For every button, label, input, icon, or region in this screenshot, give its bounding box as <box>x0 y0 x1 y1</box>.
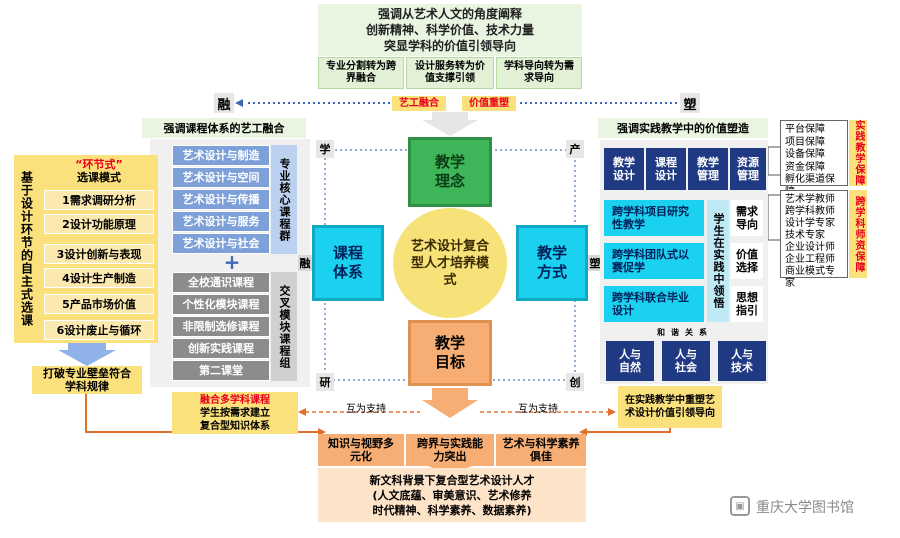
final-goal-line: 新文科背景下复合型艺术设计人才 <box>369 473 535 487</box>
guarantee-list: 平台保障 项目保障 设备保障 资金保障 孵化渠道保障 <box>780 120 848 198</box>
corner-chan: 产 <box>566 140 584 158</box>
top-header-line: 创新精神、科学价值、技术力量 <box>365 23 534 37</box>
cross-course: 创新实践课程 <box>172 338 270 359</box>
goal-item: 知识与视野多元化 <box>318 434 404 466</box>
step-item: 5产品市场价值 <box>44 294 154 314</box>
top-header: 强调从艺术人文的角度阐释 创新精神、科学价值、技术力量 突显学科的价值引领导向 <box>318 4 582 56</box>
mode-title-bottom: 选课模式 <box>77 171 121 184</box>
top-item: 教学管理 <box>688 148 728 190</box>
top-header-line: 突显学科的价值引领导向 <box>383 39 516 53</box>
guarantee-label: 实践教学保障 <box>849 120 867 186</box>
teacher-item: 技术专家 <box>785 230 825 241</box>
corner-chuang: 创 <box>566 373 584 391</box>
mode-title-top: “环节式” <box>75 158 123 171</box>
cross-course: 非限制选修课程 <box>172 316 270 337</box>
turn-box-2: 设计服务转为价值支撑引领 <box>406 57 494 89</box>
step-item: 2设计功能原理 <box>44 214 154 234</box>
final-goal-line: (人文底蕴、审美意识、艺术修养 <box>372 488 532 502</box>
left-header: 强调课程体系的艺工融合 <box>142 118 306 138</box>
mid-rong: 融 <box>298 255 312 271</box>
core-course: 艺术设计与服务 <box>172 211 270 232</box>
goal-item: 跨界与实践能力突出 <box>406 434 494 466</box>
center-core-circle: 艺术设计复合型人才培养模式 <box>393 208 507 318</box>
support-label-right: 互为支持 <box>518 404 558 415</box>
guarantee-item: 设备保障 <box>785 149 825 160</box>
step-item: 1需求调研分析 <box>44 190 154 210</box>
right-header: 强调实践教学中的价值塑造 <box>598 118 768 138</box>
final-goal: 新文科背景下复合型艺术设计人才 (人文底蕴、审美意识、艺术修养 时代精神、科学素… <box>318 468 586 522</box>
harmony-title: 和谐关系 <box>657 327 713 337</box>
watermark: 重庆大学图书馆 <box>756 500 854 516</box>
teacher-item: 艺术学教师 <box>785 194 835 205</box>
method-item: 跨学科联合毕业设计 <box>604 286 704 322</box>
mode-title: “环节式” 选课模式 <box>40 155 158 187</box>
teacher-list: 艺术学教师 跨学科教师 设计学专家 技术专家 企业设计师 企业工程师 商业模式专… <box>780 190 848 289</box>
library-logo-icon: ▣ <box>730 496 750 516</box>
teacher-item: 设计学专家 <box>785 218 835 229</box>
core-course: 艺术设计与空间 <box>172 167 270 188</box>
top-item: 课程设计 <box>646 148 686 190</box>
step-item: 4设计生产制造 <box>44 268 154 288</box>
center-course-system: 课程体系 <box>312 225 384 301</box>
step-item: 6设计废止与循环 <box>44 320 154 340</box>
tag-value-reshape: 价值重塑 <box>462 96 516 111</box>
harmony-item: 人与技术 <box>718 341 766 381</box>
center-teaching-method: 教学方式 <box>516 225 588 301</box>
right-bottom-note: 在实践教学中重塑艺术设计价值引领导向 <box>618 386 722 428</box>
tag-art-engineering: 艺工融合 <box>392 96 446 111</box>
cross-course: 第二课堂 <box>172 360 270 381</box>
method-item: 跨学科项目研究性教学 <box>604 200 704 236</box>
guarantee-item: 资金保障 <box>785 161 825 173</box>
core-course: 艺术设计与社会 <box>172 233 270 254</box>
guide-item: 思想指引 <box>731 286 763 322</box>
final-goal-line: 时代精神、科学素养、数据素养) <box>372 503 532 517</box>
top-item: 教学设计 <box>604 148 644 190</box>
turn-box-1: 专业分割转为跨界融合 <box>318 57 404 89</box>
cross-course: 个性化模块课程 <box>172 294 270 315</box>
step-item: 3设计创新与表现 <box>44 244 154 264</box>
left-bottom-note: 打破专业壁垒符合学科规律 <box>32 366 142 394</box>
corner-yan: 研 <box>316 373 334 391</box>
center-teaching-goal: 教学目标 <box>408 320 492 386</box>
left-bottom-summary: 融合多学科课程 学生按需求建立 复合型知识体系 <box>172 392 298 434</box>
method-item: 跨学科团队式以赛促学 <box>604 243 704 279</box>
top-item: 资源管理 <box>730 148 766 190</box>
guarantee-item: 平台保障 <box>785 124 825 135</box>
core-group-label: 专业核心课程群 <box>271 145 297 254</box>
turn-box-3: 学科导向转为需求导向 <box>496 57 582 89</box>
goal-item: 艺术与科学素养俱佳 <box>496 434 586 466</box>
guide-item: 需求导向 <box>731 200 763 236</box>
corner-rong: 融 <box>214 93 234 113</box>
guide-item: 价值选择 <box>731 243 763 279</box>
teacher-item: 企业设计师 <box>785 242 835 253</box>
summary-line: 学生按需求建立 <box>200 407 270 419</box>
left-vertical-title: 基于设计环节的自主式选课 <box>14 155 40 343</box>
core-course: 艺术设计与传播 <box>172 189 270 210</box>
cross-course: 全校通识课程 <box>172 272 270 293</box>
right-bottom-note-text: 在实践教学中重塑艺术设计价值引领导向 <box>625 395 715 419</box>
harmony-item: 人与自然 <box>606 341 654 381</box>
corner-su: 塑 <box>680 93 700 113</box>
teacher-item: 商业模式专家 <box>785 266 835 289</box>
summary-line: 融合多学科课程 <box>200 394 270 406</box>
guarantee-item: 项目保障 <box>785 136 825 148</box>
cross-group-label: 交叉模块课程组 <box>271 272 297 381</box>
student-lead: 学生在实践中领悟 <box>707 200 729 322</box>
teacher-item: 跨学科教师 <box>785 206 835 217</box>
support-label-left: 互为支持 <box>346 404 386 415</box>
teacher-label: 跨学科师资保障 <box>849 190 867 278</box>
top-header-line: 强调从艺术人文的角度阐释 <box>377 7 522 21</box>
harmony-item: 人与社会 <box>662 341 710 381</box>
mid-su: 塑 <box>588 255 602 271</box>
corner-xue: 学 <box>316 140 334 158</box>
teacher-item: 企业工程师 <box>785 254 835 265</box>
plus-icon: + <box>223 250 241 274</box>
core-course: 艺术设计与制造 <box>172 145 270 166</box>
center-teaching-idea: 教学理念 <box>408 137 492 207</box>
summary-line: 复合型知识体系 <box>200 420 270 432</box>
